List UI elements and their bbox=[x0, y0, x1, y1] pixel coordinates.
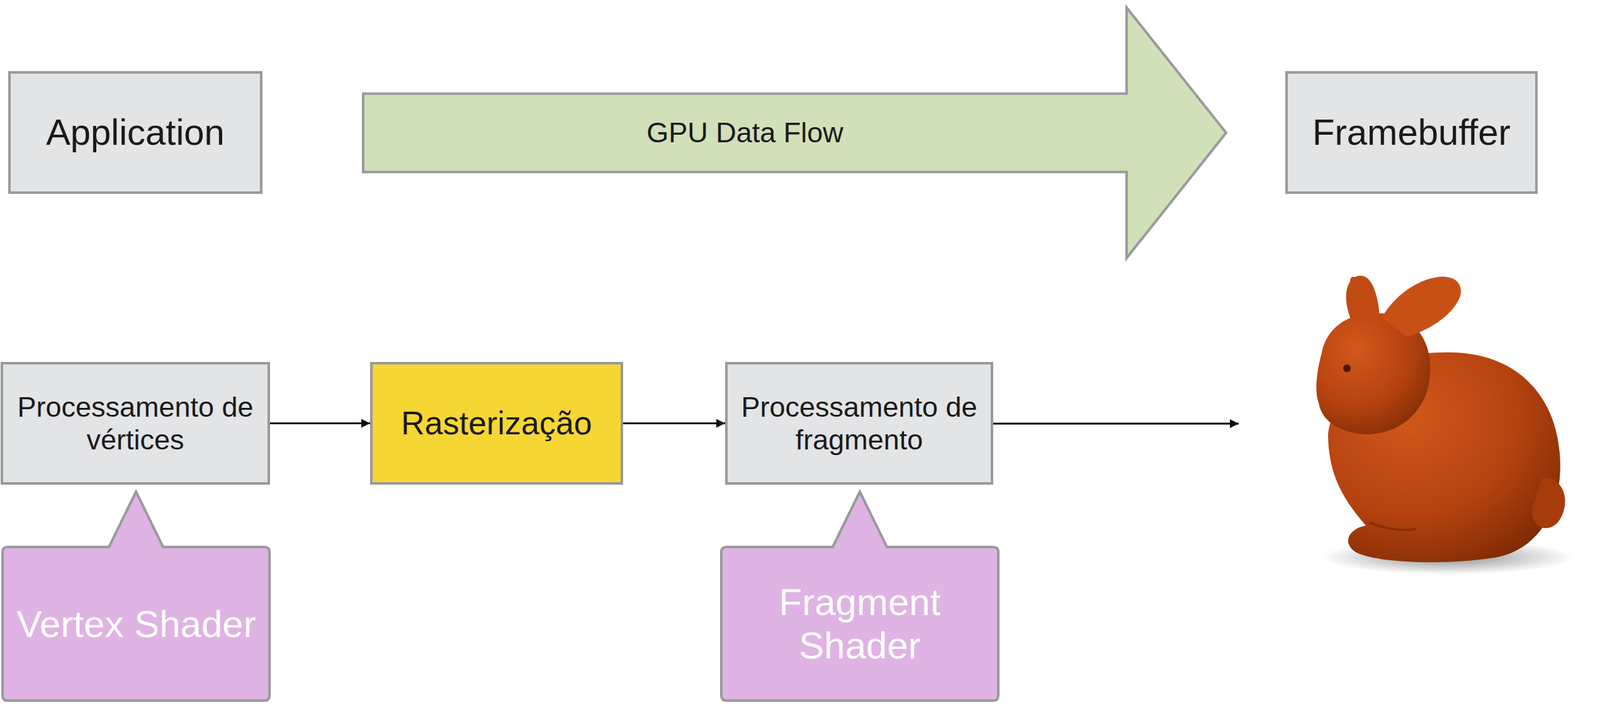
node-text: Fragment Shader bbox=[720, 580, 1000, 668]
node-text: GPU Data Flow bbox=[638, 116, 851, 150]
framebuffer-box: Framebuffer bbox=[1285, 71, 1538, 194]
node-text: Processamento de vértices bbox=[3, 390, 268, 457]
process-box: Processamento de fragmento bbox=[725, 361, 994, 485]
app-box: Application bbox=[8, 71, 263, 194]
bunny-illustration bbox=[1316, 275, 1574, 575]
flow-connector bbox=[623, 422, 726, 425]
callout-shape bbox=[720, 545, 1000, 702]
data-flow-arrow: GPU Data Flow bbox=[361, 6, 1228, 260]
node-text: Rasterização bbox=[393, 404, 600, 443]
node-text: Framebuffer bbox=[1304, 111, 1519, 154]
shader-callout: Fragment Shader bbox=[720, 545, 1000, 702]
output-line bbox=[986, 422, 1239, 425]
process-box: Processamento de vértices bbox=[0, 361, 271, 485]
node-text: Application bbox=[38, 111, 233, 154]
flow-connector bbox=[270, 422, 371, 425]
raster-box: Rasterização bbox=[370, 361, 624, 485]
shader-callout: Vertex Shader bbox=[1, 545, 271, 702]
node-text: Vertex Shader bbox=[8, 602, 264, 646]
node-text: Processamento de fragmento bbox=[727, 390, 991, 457]
